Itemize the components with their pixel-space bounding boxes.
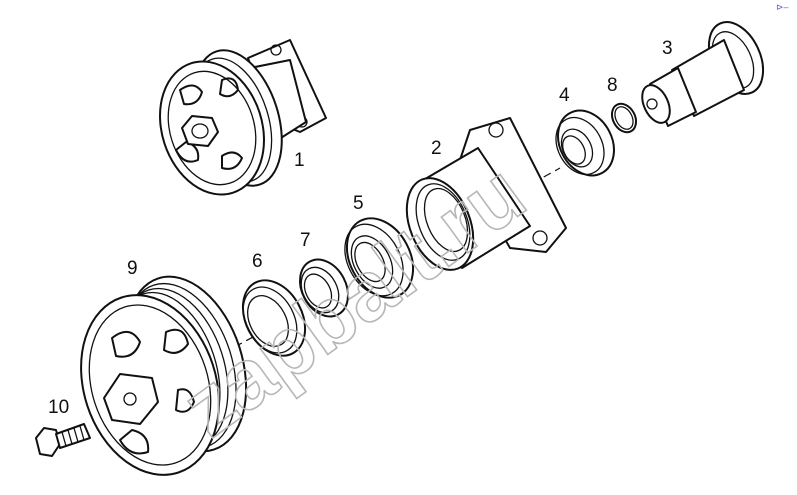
part-4-bearing <box>555 109 615 177</box>
part-9-pulley <box>80 275 248 476</box>
part-7-seal <box>299 258 349 318</box>
part-6-seal-ring <box>241 279 307 357</box>
part-5-bearing <box>344 217 415 299</box>
callout-7: 7 <box>300 230 311 251</box>
callout-6: 6 <box>252 251 263 272</box>
callout-10: 10 <box>48 397 69 418</box>
callout-3: 3 <box>662 38 673 59</box>
callout-5: 5 <box>353 193 364 214</box>
corner-mark: ⊳– <box>776 2 789 12</box>
callout-8: 8 <box>607 75 618 96</box>
callout-9: 9 <box>127 258 138 279</box>
callout-4: 4 <box>559 85 570 106</box>
part-10-bolt <box>35 423 91 457</box>
callout-1: 1 <box>294 150 305 171</box>
part-8-snap-ring <box>611 102 637 134</box>
part-2-housing <box>405 117 567 271</box>
callout-2: 2 <box>431 138 442 159</box>
part-3-shaft <box>641 21 765 127</box>
part-1-assembly <box>159 39 327 196</box>
